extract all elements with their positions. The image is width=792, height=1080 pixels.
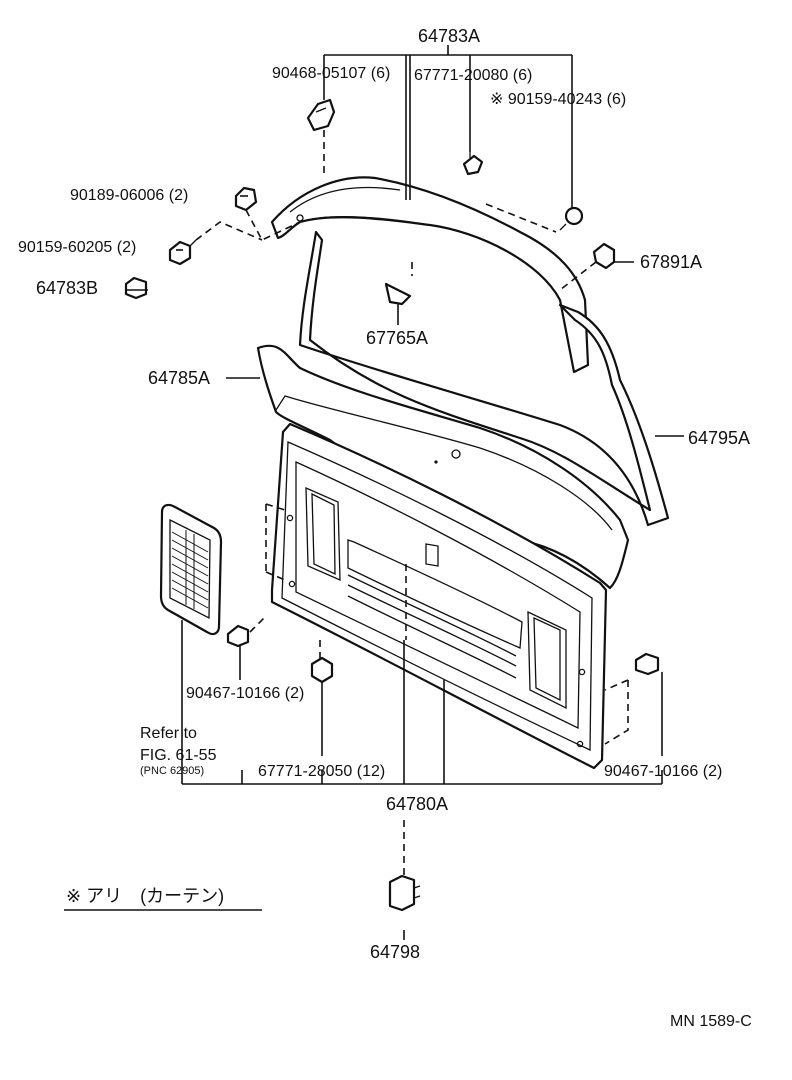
label-fig-61-55: FIG. 61-55 — [140, 747, 217, 764]
clip-67765A — [384, 282, 412, 306]
label-pnc-62905: (PNC 62905) — [140, 765, 204, 777]
upper-garnish-64783A — [270, 176, 590, 374]
label-note-curtain: ※ アリ (カーテン) — [66, 886, 224, 906]
label-67771-28050: 67771-28050 (12) — [258, 763, 385, 780]
label-64795A: 64795A — [688, 428, 750, 448]
cap-64783B — [124, 276, 148, 300]
label-90467-10166-left: 90467-10166 (2) — [186, 685, 304, 702]
speaker-hatching — [171, 530, 209, 609]
leader-lines — [126, 45, 684, 940]
clip-67771-28050 — [310, 656, 334, 684]
label-64798: 64798 — [370, 942, 420, 962]
label-64785A: 64785A — [148, 368, 210, 388]
clip-90467-right — [634, 652, 660, 676]
label-90468-05107: 90468-05107 (6) — [272, 65, 390, 82]
part-labels: 64783A 90468-05107 (6) 67771-20080 (6) ※… — [18, 26, 752, 1030]
label-diagram-code: MN 1589-C — [670, 1013, 752, 1030]
lower-trim-64785A — [256, 344, 630, 590]
door-trim-board-64780A — [270, 422, 608, 770]
label-refer-to: Refer to — [140, 725, 197, 742]
label-64783A: 64783A — [418, 26, 480, 46]
label-90467-10166-right: 90467-10166 (2) — [604, 763, 722, 780]
weatherstrip-64795A — [298, 230, 670, 527]
clip-90467-left — [226, 624, 250, 648]
label-90189-06006: 90189-06006 (2) — [70, 187, 188, 204]
label-67765A: 67765A — [366, 328, 428, 348]
label-67891A: 67891A — [640, 252, 702, 272]
label-90159-40243: ※ 90159-40243 (6) — [490, 91, 626, 108]
bracket-64798 — [388, 874, 421, 912]
label-90159-60205: 90159-60205 (2) — [18, 239, 136, 256]
label-67771-20080: 67771-20080 (6) — [414, 67, 532, 84]
clip-90468 — [306, 98, 336, 132]
screw-90159-40243 — [559, 206, 584, 231]
screw-90159-60205 — [168, 239, 197, 266]
label-64780A: 64780A — [386, 794, 448, 814]
speaker-grille — [159, 503, 223, 636]
clip-90189 — [234, 186, 258, 212]
clip-67771-20080 — [462, 152, 484, 176]
label-64783B: 64783B — [36, 278, 98, 298]
clip-67891A — [592, 242, 616, 270]
